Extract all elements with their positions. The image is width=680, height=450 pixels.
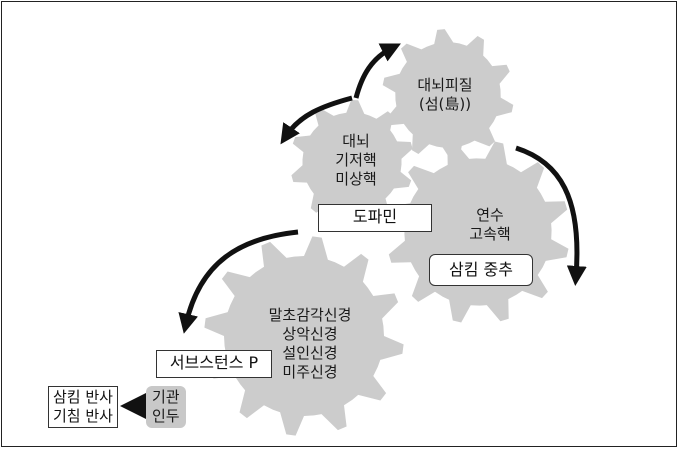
pharynx-trachea-chip: 기관 인두 [146, 386, 186, 428]
basal-line: 기저핵 [335, 151, 377, 169]
peripheral-line: 설인신경 [282, 344, 338, 362]
gear-cortex [382, 29, 514, 161]
arrow-cortex-to-medulla [515, 145, 587, 286]
swallow-center-box: 삼킴 중추 [429, 254, 533, 286]
reflex-line: 삼킴 반사 [53, 388, 113, 406]
peripheral-line: 상악신경 [282, 325, 338, 343]
pharynx-line: 인두 [152, 407, 180, 425]
gear-label-cortex: 대뇌피질 (섬(島)) [395, 76, 495, 114]
reflex-line: 기침 반사 [53, 407, 113, 425]
gear-basal [291, 100, 413, 224]
gear-label-medulla: 연수 고속핵 [448, 206, 532, 244]
arrow-basal-to-cortex [353, 43, 401, 99]
reflex-box: 삼킴 반사 기침 반사 [48, 386, 118, 428]
basal-line: 대뇌 [342, 132, 370, 150]
medulla-line: 고속핵 [469, 225, 511, 243]
arrow-basal-to-substance-p [178, 229, 299, 334]
gear-label-peripheral: 말초감각신경 상악신경 설인신경 미주신경 [246, 306, 374, 382]
cortex-line: (섬(島)) [418, 95, 472, 113]
pharynx-line: 기관 [152, 388, 180, 406]
cortex-line: 대뇌피질 [417, 76, 473, 94]
substance-p-box: 서브스턴스 P [156, 350, 272, 378]
gear-label-basal: 대뇌 기저핵 미상핵 [314, 132, 398, 189]
peripheral-line: 말초감각신경 [268, 306, 352, 324]
gear-peripheral [204, 236, 404, 436]
basal-line: 미상핵 [335, 170, 377, 188]
peripheral-line: 미주신경 [282, 363, 338, 381]
dopamine-box: 도파민 [318, 204, 432, 232]
medulla-line: 연수 [476, 206, 504, 224]
arrow-basal-left [280, 95, 353, 145]
